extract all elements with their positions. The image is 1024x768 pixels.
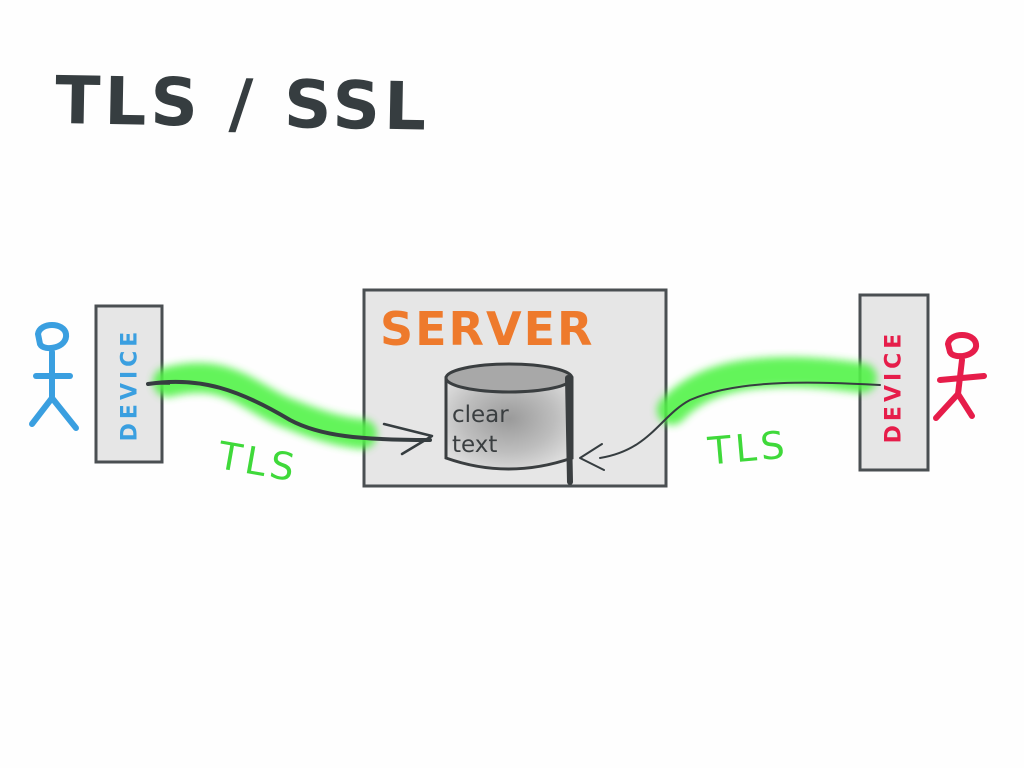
- right-arrow-head: [579, 443, 605, 471]
- left-device-label: DEVICE: [117, 327, 143, 442]
- right-user-stick-figure-icon: [933, 332, 987, 421]
- right-connection-line: [599, 381, 881, 459]
- right-tls-label: TLS: [706, 422, 791, 474]
- left-arrow-head: [382, 422, 434, 456]
- right-device-label: DEVICE: [881, 329, 907, 444]
- database-label-line-2: text: [452, 432, 498, 458]
- server-label: SERVER: [380, 302, 595, 356]
- right-tls-glow: [657, 356, 877, 425]
- database-label: clear text: [452, 400, 552, 460]
- database-cylinder-icon: [444, 362, 574, 485]
- left-connection-line: [146, 379, 432, 442]
- diagram-title: TLS / SSL: [54, 62, 431, 146]
- database-label-line-1: clear: [452, 402, 509, 428]
- left-user-stick-figure-icon: [29, 322, 79, 431]
- left-tls-glow: [153, 362, 377, 449]
